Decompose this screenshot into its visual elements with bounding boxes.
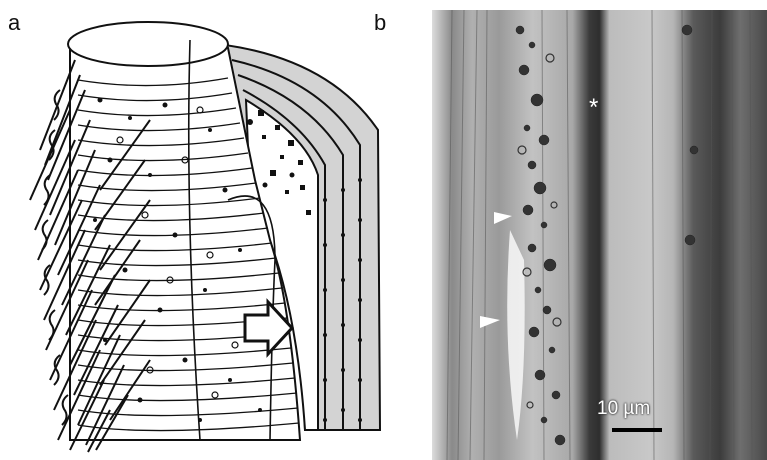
scale-bar-label: 10 µm [597,398,650,420]
asterisk-marker: * [589,96,598,120]
scale-bar [612,428,662,432]
schematic-drawing [0,0,400,460]
micrograph [432,10,767,460]
